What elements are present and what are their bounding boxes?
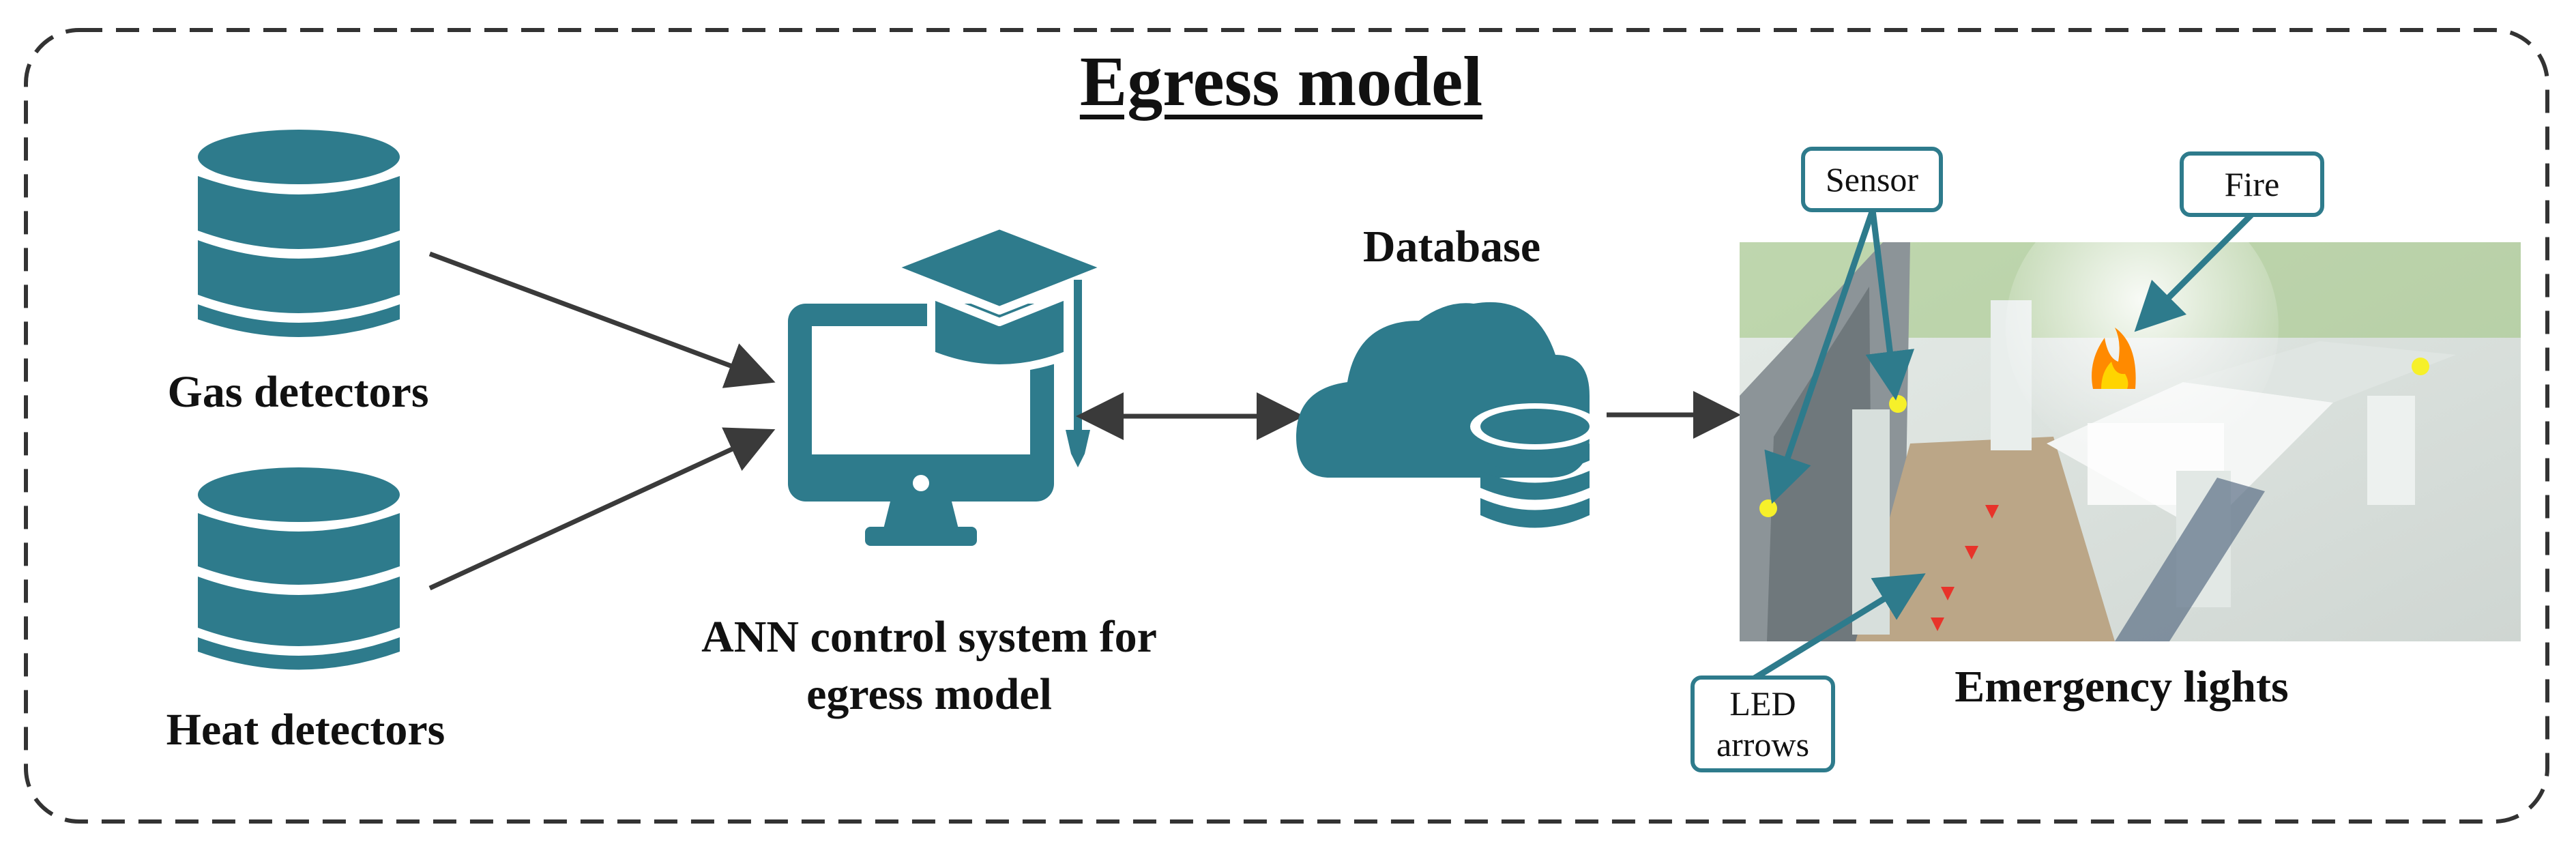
outer-frame [24, 28, 2549, 824]
fire-callout: Fire [2180, 151, 2324, 217]
gas-detectors-label: Gas detectors [167, 367, 429, 417]
heat-to-controller-arrow [428, 427, 776, 591]
emergency-lights-label: Emergency lights [1955, 662, 2289, 712]
cloud-database-icon [1296, 302, 1600, 528]
led-arrow-marks [1931, 505, 1999, 631]
sensor-callout-text: Sensor [1825, 160, 1919, 199]
sensor-pointer [1865, 209, 1915, 401]
sensor-callout: Sensor [1801, 147, 1943, 212]
gas-detector-database-icon [198, 130, 400, 337]
database-label: Database [1362, 222, 1541, 272]
sensor-pointer [1764, 209, 1876, 504]
fire-pointer [2134, 212, 2254, 332]
fire-callout-text: Fire [2224, 165, 2280, 203]
led-callout-line2: arrows [1716, 725, 1810, 764]
building-scene-image [1740, 191, 2521, 641]
heat-detectors-label: Heat detectors [166, 705, 445, 755]
gas-to-controller-arrow [428, 251, 776, 388]
sensor-light [1889, 395, 1907, 413]
fire-icon [2092, 328, 2136, 389]
led-arrows-callout: LED arrows [1690, 676, 1835, 772]
sensor-light [2412, 358, 2429, 375]
controller-label-line1: ANN control system for [701, 612, 1157, 662]
controller-label: ANN control system for egress model [701, 609, 1157, 723]
computer-graduation-icon [788, 221, 1113, 546]
led-callout-line1: LED [1729, 684, 1796, 723]
heat-detector-database-icon [198, 467, 400, 670]
sensor-light [1759, 499, 1777, 517]
controller-label-line2: egress model [806, 669, 1052, 719]
diagram-title: Egress model [1079, 42, 1483, 121]
led-pointer [1751, 573, 1926, 682]
